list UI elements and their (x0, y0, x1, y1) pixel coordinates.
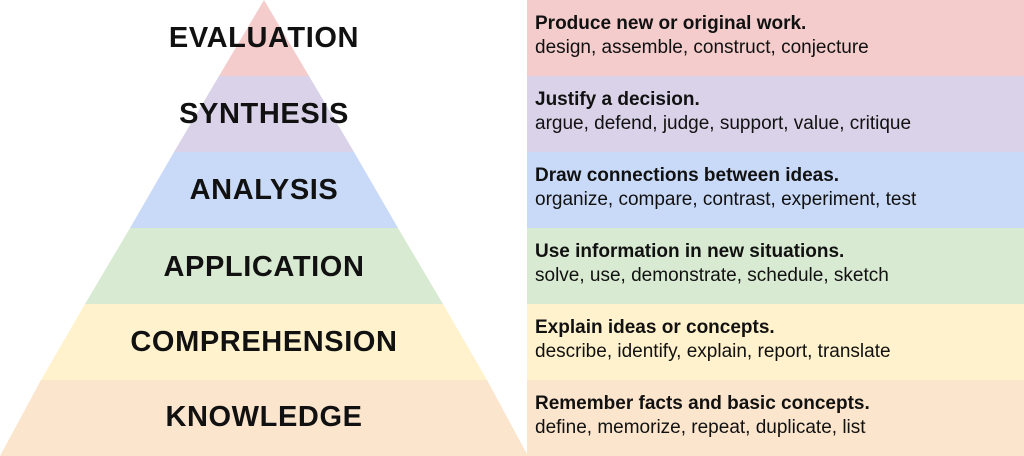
pyramid-tier-comprehension (41, 304, 487, 380)
level-label-knowledge: KNOWLEDGE (165, 401, 363, 433)
panel-title: Justify a decision. (535, 89, 700, 110)
level-label-evaluation: EVALUATION (168, 22, 360, 54)
level-label-synthesis: SYNTHESIS (179, 98, 349, 130)
panel-title: Use information in new situations. (535, 241, 845, 262)
level-label-analysis: ANALYSIS (189, 174, 339, 206)
description-panel-evaluation: Produce new or original work. design, as… (527, 0, 1024, 76)
panel-verbs: define, memorize, repeat, duplicate, lis… (535, 416, 866, 438)
pyramid-tier-application (85, 228, 443, 304)
panel-verbs: organize, compare, contrast, experiment,… (535, 188, 917, 210)
pyramid-tier-synthesis (174, 76, 354, 152)
panel-verbs: solve, use, demonstrate, schedule, sketc… (535, 264, 889, 286)
panel-verbs: design, assemble, construct, conjecture (535, 36, 869, 58)
panel-title: Explain ideas or concepts. (535, 317, 775, 338)
panel-title: Draw connections between ideas. (535, 165, 840, 186)
panel-title: Remember facts and basic concepts. (535, 393, 870, 414)
description-panel-synthesis: Justify a decision. argue, defend, judge… (527, 76, 1024, 152)
level-label-comprehension: COMPREHENSION (130, 326, 398, 358)
level-label-application: APPLICATION (163, 251, 365, 283)
panel-verbs: argue, defend, judge, support, value, cr… (535, 112, 912, 134)
description-panel-analysis: Draw connections between ideas. organize… (527, 152, 1024, 228)
pyramid-tier-analysis (130, 152, 398, 228)
panel-title: Produce new or original work. (535, 13, 807, 34)
description-panel-comprehension: Explain ideas or concepts. describe, ide… (527, 304, 1024, 380)
panel-verbs: describe, identify, explain, report, tra… (535, 340, 891, 362)
pyramid-tier-knowledge (0, 380, 528, 456)
pyramid-tier-evaluation (219, 0, 309, 76)
description-panel-application: Use information in new situations. solve… (527, 228, 1024, 304)
description-panel-knowledge: Remember facts and basic concepts. defin… (527, 380, 1024, 456)
pyramid (0, 0, 528, 456)
